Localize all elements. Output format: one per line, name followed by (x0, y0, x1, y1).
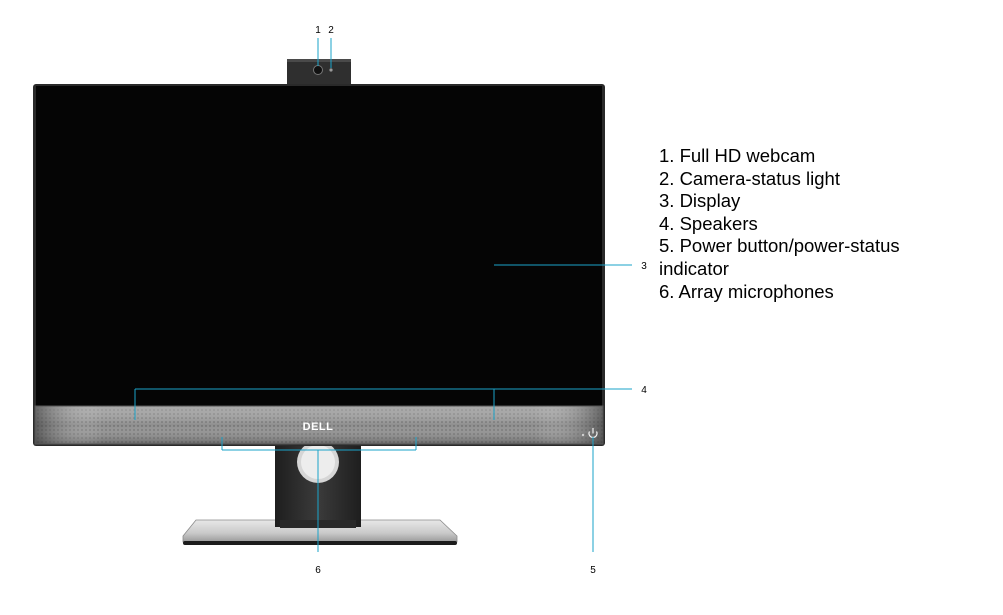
webcam-lens (313, 65, 323, 75)
legend-item-display: 3. Display (659, 190, 741, 212)
component-legend: 1. Full HD webcam 2. Camera-status light… (659, 145, 959, 303)
callout-2: 2 (328, 25, 334, 36)
legend-item-power-button: 5. Power button/power-status (659, 235, 900, 257)
callout-6: 6 (315, 565, 321, 576)
leader-lines (134, 38, 632, 552)
power-status-indicator (581, 433, 585, 437)
speaker-bar (34, 405, 604, 445)
callout-5: 5 (590, 565, 596, 576)
dell-logo: DELL (303, 421, 334, 433)
legend-item-webcam: 1. Full HD webcam (659, 145, 816, 166)
callout-3: 3 (641, 261, 647, 272)
stand-base (182, 519, 458, 545)
display-screen (36, 86, 602, 406)
camera-status-light (329, 68, 333, 72)
callout-1: 1 (315, 25, 321, 36)
legend-item-power-button-continued: indicator (659, 257, 729, 279)
legend-item-camera-status-light: 2. Camera-status light (659, 167, 840, 189)
callout-4: 4 (641, 385, 647, 396)
legend-item-speakers: 4. Speakers (659, 212, 758, 234)
legend-item-array-microphones: 6. Array microphones (659, 280, 834, 302)
